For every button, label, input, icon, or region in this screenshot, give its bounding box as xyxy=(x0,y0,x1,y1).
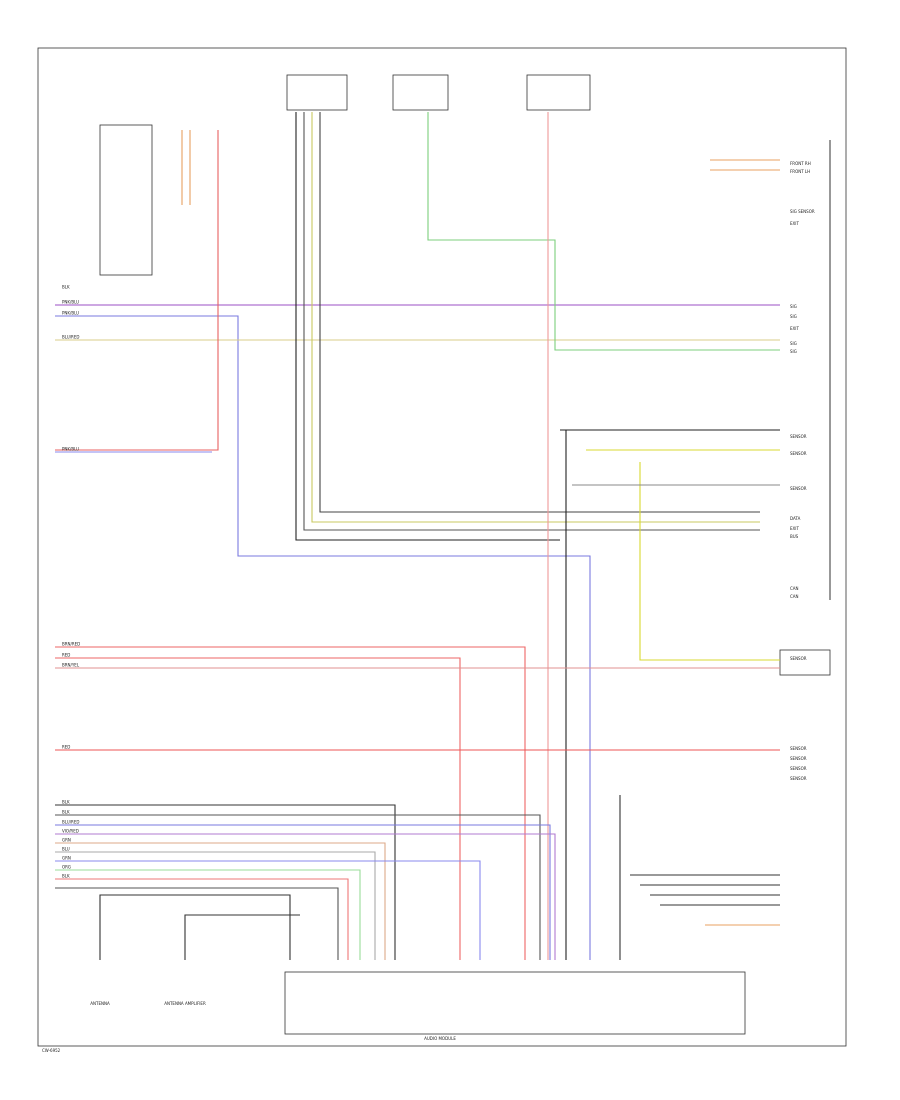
right-pin-label: SENSOR xyxy=(790,486,807,491)
right-pin-label: DATA xyxy=(790,516,801,521)
right-pin-label: SENSOR xyxy=(790,766,807,771)
component-box-3 xyxy=(526,74,591,111)
component-box-right xyxy=(779,649,831,676)
wire-code-label: ORG xyxy=(62,865,71,870)
wire-code-label: GRN xyxy=(62,856,71,861)
wire-bundle-4 xyxy=(55,833,556,960)
component-box-2 xyxy=(392,74,449,111)
right-pin-label: SENSOR xyxy=(790,776,807,781)
wire-code-label: BLK xyxy=(62,874,70,879)
wire-red-1 xyxy=(55,130,219,451)
wires xyxy=(55,112,831,960)
right-labels: FRONT RH FRONT LH SIG SENSOR EXIT SIG SIG EXIT… xyxy=(790,161,815,781)
wire-bundle-10 xyxy=(55,887,339,960)
left-terminal-labels: BLK PNK/BLU PNK/BLU BLU/RED PNK/BLU BRN/RED RE… xyxy=(62,285,80,879)
right-pin-label: CAN xyxy=(790,586,799,591)
wire-code-label: BLK xyxy=(62,810,70,815)
wire-code-label: BLK xyxy=(62,800,70,805)
wire-code-label: RED xyxy=(62,745,70,750)
wire-bundle-5 xyxy=(55,842,386,960)
right-pin-label: EXIT xyxy=(790,526,799,531)
right-pin-label: SIG xyxy=(790,304,797,309)
wire-bundle-7 xyxy=(55,860,481,960)
audio-module-box xyxy=(284,971,746,1035)
module-label: AUDIO MODULE xyxy=(424,1036,456,1041)
wire-code-label: VIO/RED xyxy=(62,829,79,834)
component-box-left xyxy=(99,124,153,276)
right-pin-label: SENSOR xyxy=(790,746,807,751)
right-pin-label: SENSOR xyxy=(790,756,807,761)
right-pin-label: FRONT RH xyxy=(790,161,811,166)
wire-yellow-1 xyxy=(311,112,760,523)
wire-code-label: PNK/BLU xyxy=(62,300,79,305)
component-box-1 xyxy=(286,74,348,111)
right-pin-label: SIG xyxy=(790,341,797,346)
right-pin-label: SENSOR xyxy=(790,434,807,439)
right-pin-label: SENSOR xyxy=(790,451,807,456)
wire-code-label: BLU/RED xyxy=(62,335,79,340)
wire-red-2 xyxy=(55,646,526,960)
wire-bundle-2 xyxy=(55,814,541,960)
antenna-amp-label: ANTENNA AMPLIFIER xyxy=(164,1001,206,1006)
wire-code-label: BLU/RED xyxy=(62,820,79,825)
wire-code-label: GRN xyxy=(62,838,71,843)
wire-green-1 xyxy=(427,112,780,351)
right-pin-label: SENSOR xyxy=(790,656,807,661)
wire-ground-1 xyxy=(99,894,291,960)
wire-code-label: BLK xyxy=(62,285,70,290)
wire-code-label: BRN/YEL xyxy=(62,663,80,668)
wire-red-3 xyxy=(55,657,461,960)
wire-code-label: PNK/BLU xyxy=(62,447,79,452)
right-pin-label: FRONT LH xyxy=(790,169,810,174)
wire-bundle-8 xyxy=(55,869,361,960)
wire-gray-2 xyxy=(319,112,760,513)
wire-code-label: BRN/RED xyxy=(62,642,80,647)
wire-bundle-1 xyxy=(55,804,396,960)
wire-bundle-9 xyxy=(55,878,349,960)
wire-yellow-3 xyxy=(639,462,780,661)
footer-code: CW-6952 xyxy=(42,1048,61,1053)
wire-bundle-3 xyxy=(55,824,551,960)
wire-bundle-6 xyxy=(55,851,376,960)
wire-black-1 xyxy=(295,112,560,541)
wire-code-label: BLU xyxy=(62,847,70,852)
wire-gray-1 xyxy=(303,112,760,531)
right-pin-label: SIG xyxy=(790,349,797,354)
wire-code-label: RED xyxy=(62,653,70,658)
right-pin-label: CAN xyxy=(790,594,799,599)
right-pin-label: SIG SENSOR xyxy=(790,209,815,214)
antenna-label: ANTENNA xyxy=(90,1001,110,1006)
right-pin-label: EXIT xyxy=(790,326,799,331)
wire-blue-1 xyxy=(55,315,591,960)
top-components xyxy=(99,74,831,1035)
right-pin-label: EXIT xyxy=(790,221,799,226)
diagram-frame xyxy=(37,47,847,1047)
right-pin-label: SIG xyxy=(790,314,797,319)
wire-ground-2 xyxy=(184,914,300,960)
right-pin-label: BUS xyxy=(790,534,799,539)
wire-code-label: PNK/BLU xyxy=(62,311,79,316)
